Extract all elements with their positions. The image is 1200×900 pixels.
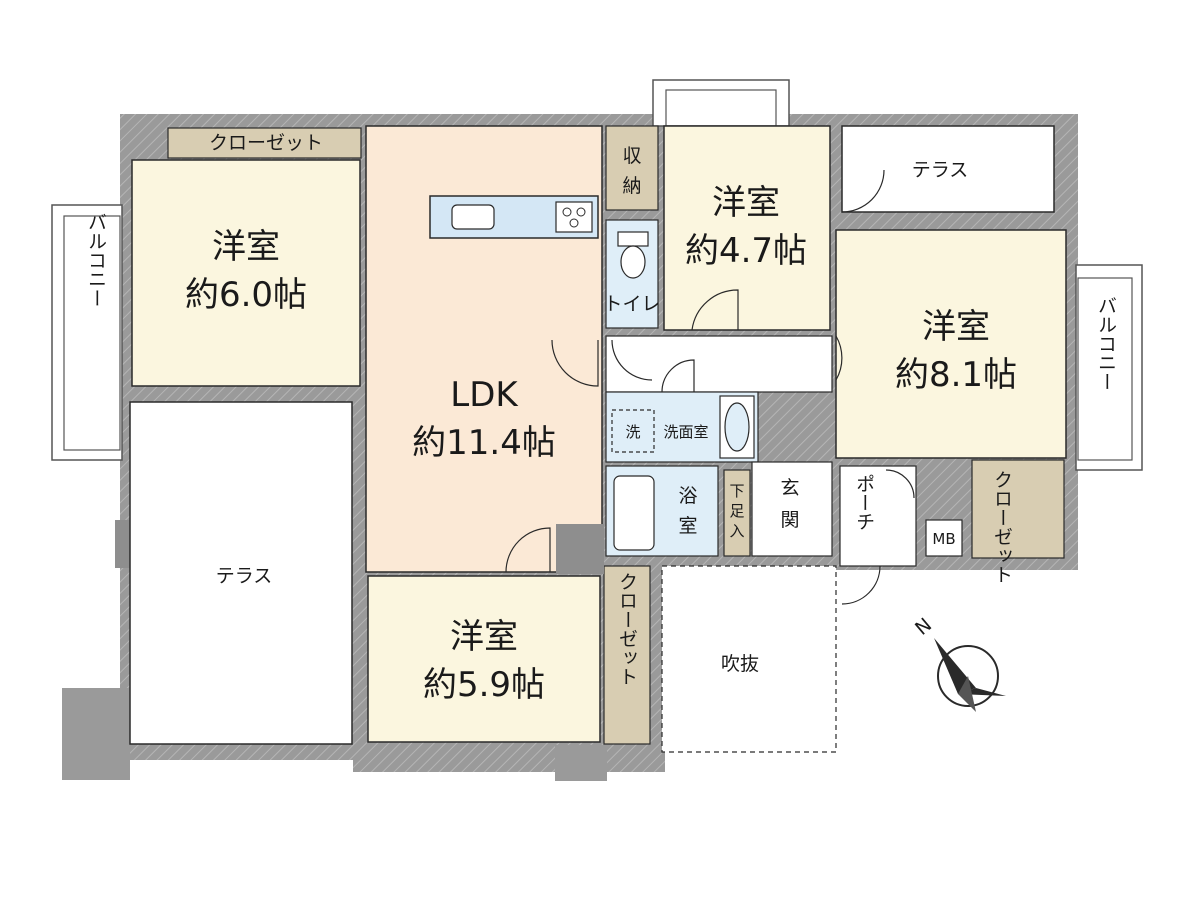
room-ldk-area: 約11.4帖 xyxy=(412,423,556,463)
entrance-label-2: 関 xyxy=(780,509,799,531)
terrace-w-label: テラス xyxy=(216,565,273,587)
storage-label-2: 納 xyxy=(622,175,641,197)
terrace-ne-fill xyxy=(841,125,1055,213)
room-western-nw-name: 洋室 xyxy=(212,227,280,267)
balcony-left xyxy=(51,204,123,461)
closet-ne-fill xyxy=(971,459,1065,559)
shoe-closet-fill xyxy=(723,469,751,557)
room-ldk-name: LDK xyxy=(450,375,519,415)
entrance-fill xyxy=(751,461,833,557)
washer-label: 洗 xyxy=(625,423,640,441)
room-western-nw-fill xyxy=(131,159,361,387)
doors xyxy=(505,169,915,605)
room-western-e-area: 約8.1帖 xyxy=(895,355,1017,395)
bath-label-1: 浴 xyxy=(678,485,697,507)
closet-top-fill xyxy=(167,127,362,159)
compass-icon: N xyxy=(911,614,1006,712)
room-western-n-name: 洋室 xyxy=(712,183,780,223)
void-label: 吹抜 xyxy=(721,653,759,675)
bathtub-icon xyxy=(613,475,655,551)
kitchen-counter xyxy=(429,195,599,239)
entrance-label-1: 玄 xyxy=(780,477,799,499)
shoe-label-1: 下 xyxy=(729,482,744,500)
mb-label: MB xyxy=(932,530,955,548)
room-western-s-area: 約5.9帖 xyxy=(423,665,545,705)
closet-top-label: クローゼット xyxy=(209,132,323,154)
room-western-e-fill xyxy=(835,229,1067,459)
room-western-nw-area: 約6.0帖 xyxy=(185,275,307,315)
storage-label-1: 収 xyxy=(622,145,641,167)
room-western-s-name: 洋室 xyxy=(450,617,518,657)
bath-label-2: 室 xyxy=(678,515,697,537)
room-western-n-area: 約4.7帖 xyxy=(685,231,807,271)
closet-ne-label: クローゼット xyxy=(991,470,1013,584)
room-western-n-fill xyxy=(663,125,831,331)
room-western-s-fill xyxy=(367,575,601,743)
mb-fill xyxy=(925,519,963,557)
closet-s-fill xyxy=(603,565,651,745)
terrace-w-fill xyxy=(129,401,353,745)
washer-space xyxy=(611,409,655,453)
hall-fill xyxy=(605,335,833,393)
porch-fill xyxy=(839,465,917,567)
column xyxy=(556,524,604,574)
washroom-label: 洗面室 xyxy=(663,423,708,441)
storage-fill xyxy=(605,125,659,211)
balcony-right xyxy=(1075,264,1143,471)
room-ldk-fill xyxy=(365,125,603,573)
shoe-label-3: 入 xyxy=(729,522,744,540)
compass-north-label: N xyxy=(911,614,936,640)
terrace-ne-label: テラス xyxy=(912,159,969,181)
toilet-label: トイレ xyxy=(603,293,660,315)
washbasin-icon xyxy=(719,395,755,459)
closet-s-label: クローゼット xyxy=(616,572,638,686)
balcony-right-label: バルコニー xyxy=(1095,296,1117,391)
shoe-label-2: 足 xyxy=(729,502,744,520)
porch-label: ポーチ xyxy=(853,474,875,531)
room-western-e-name: 洋室 xyxy=(922,307,990,347)
balcony-left-label: バルコニー xyxy=(85,213,107,308)
top-bay xyxy=(652,79,790,127)
void-fill xyxy=(661,565,837,753)
toilet-icon xyxy=(617,231,649,279)
